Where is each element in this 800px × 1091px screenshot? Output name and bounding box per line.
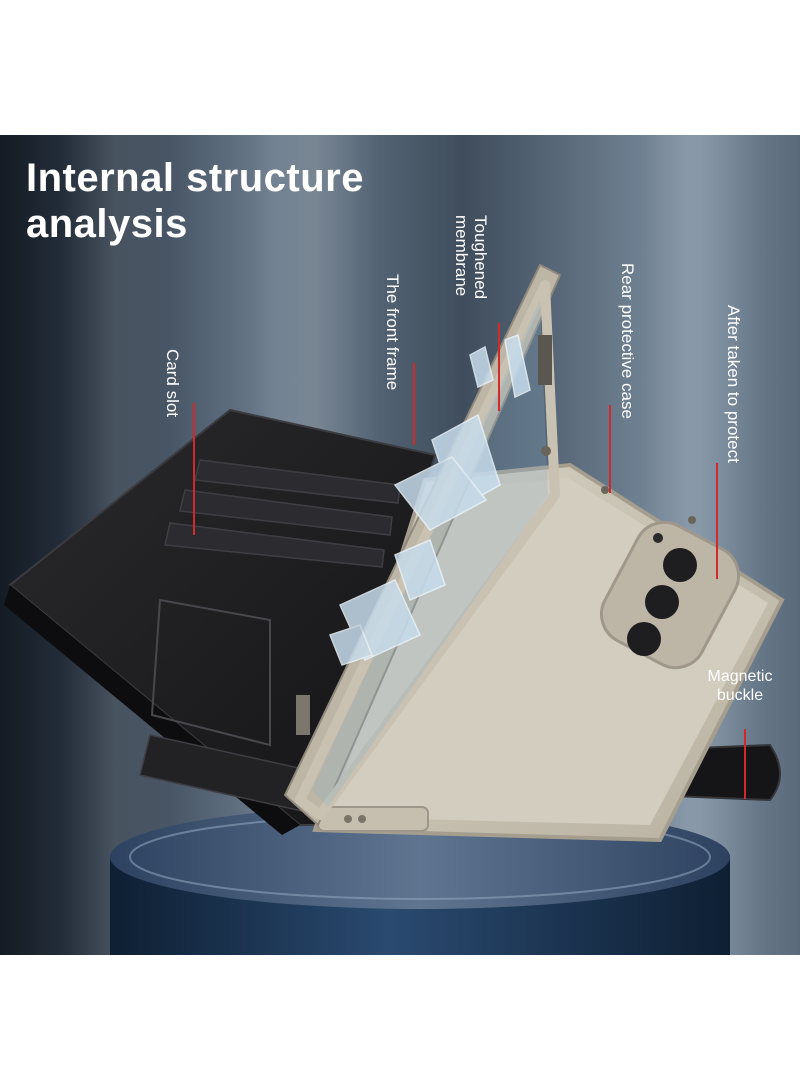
label-after-taken-to-protect: After taken to protect (724, 305, 743, 463)
label-front-frame: The front frame (383, 274, 402, 391)
page-title: Internal structure analysis (26, 155, 364, 247)
label-rear-protective-case: Rear protective case (618, 263, 637, 419)
label-toughened-line-2: membrane (452, 215, 471, 297)
rear-case-pointer-line (609, 405, 611, 493)
product-scene: Internal structure analysis Card slot Th… (0, 135, 800, 955)
toughened-membrane-pointer-line (498, 323, 500, 411)
after-taken-pointer-line (716, 463, 718, 579)
title-line-1: Internal structure (26, 156, 364, 200)
toughened-membrane-pieces (329, 333, 531, 666)
front-frame-pointer-line (413, 363, 415, 445)
card-slot-pointer-line (193, 403, 195, 535)
title-line-2: analysis (26, 202, 188, 246)
label-toughened-line-1: Toughened (471, 215, 490, 300)
label-toughened-membrane: Toughened membrane (452, 215, 490, 299)
magnetic-buckle-pointer-line (744, 729, 746, 799)
phone-case-illustration (4, 263, 785, 955)
label-card-slot: Card slot (163, 349, 182, 418)
label-magnetic-line-1: Magnetic (707, 668, 773, 685)
label-magnetic-buckle: Magnetic buckle (695, 667, 785, 705)
label-magnetic-line-2: buckle (716, 687, 764, 704)
